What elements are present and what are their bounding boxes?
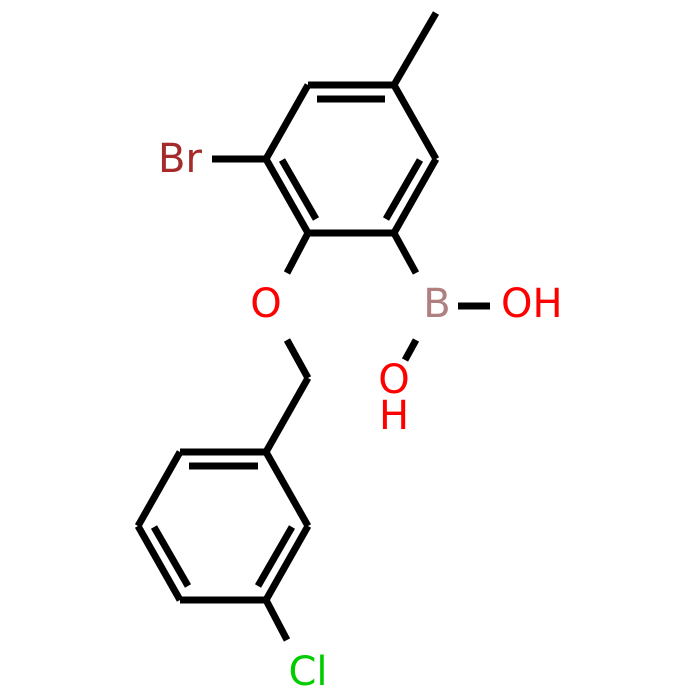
bonds: [134, 11, 490, 642]
atom-labels: Br O B OH O H Cl: [158, 136, 563, 695]
bond-ring2-inner-left: [150, 525, 192, 588]
atom-label-o-ether: O: [250, 281, 281, 327]
bond-ring2-bottom-right: [262, 524, 312, 602]
atom-label-cl: Cl: [288, 649, 327, 695]
atom-label-o-lower: O: [378, 357, 409, 403]
bond-ring1-left: [262, 157, 312, 235]
bond-ring2-top-left: [134, 450, 184, 528]
bond-c-o-ether: [283, 231, 312, 275]
bond-ring2-top-right: [262, 450, 312, 528]
bond-ring1-inner-right: [382, 158, 424, 221]
bond-ring1-top-left: [262, 83, 312, 161]
bond-c-b: [390, 231, 420, 275]
bond-ch2-ring: [262, 376, 312, 454]
bond-c-cl: [262, 598, 291, 642]
bond-ring2-inner-right: [254, 525, 296, 588]
atom-label-h-lower: H: [379, 393, 409, 439]
bond-o-ch2: [283, 338, 312, 380]
bond-ring1-inner-left: [278, 158, 320, 221]
atom-label-oh-right: OH: [501, 281, 563, 327]
atom-label-b: B: [423, 281, 450, 327]
bond-b-oh-lower: [401, 338, 420, 362]
atom-label-br: Br: [158, 136, 202, 182]
bond-ring2-bottom-left: [134, 524, 184, 602]
bond-methyl: [390, 11, 440, 87]
bond-ring1-top-right: [390, 83, 440, 161]
bond-ring1-right: [390, 157, 440, 235]
